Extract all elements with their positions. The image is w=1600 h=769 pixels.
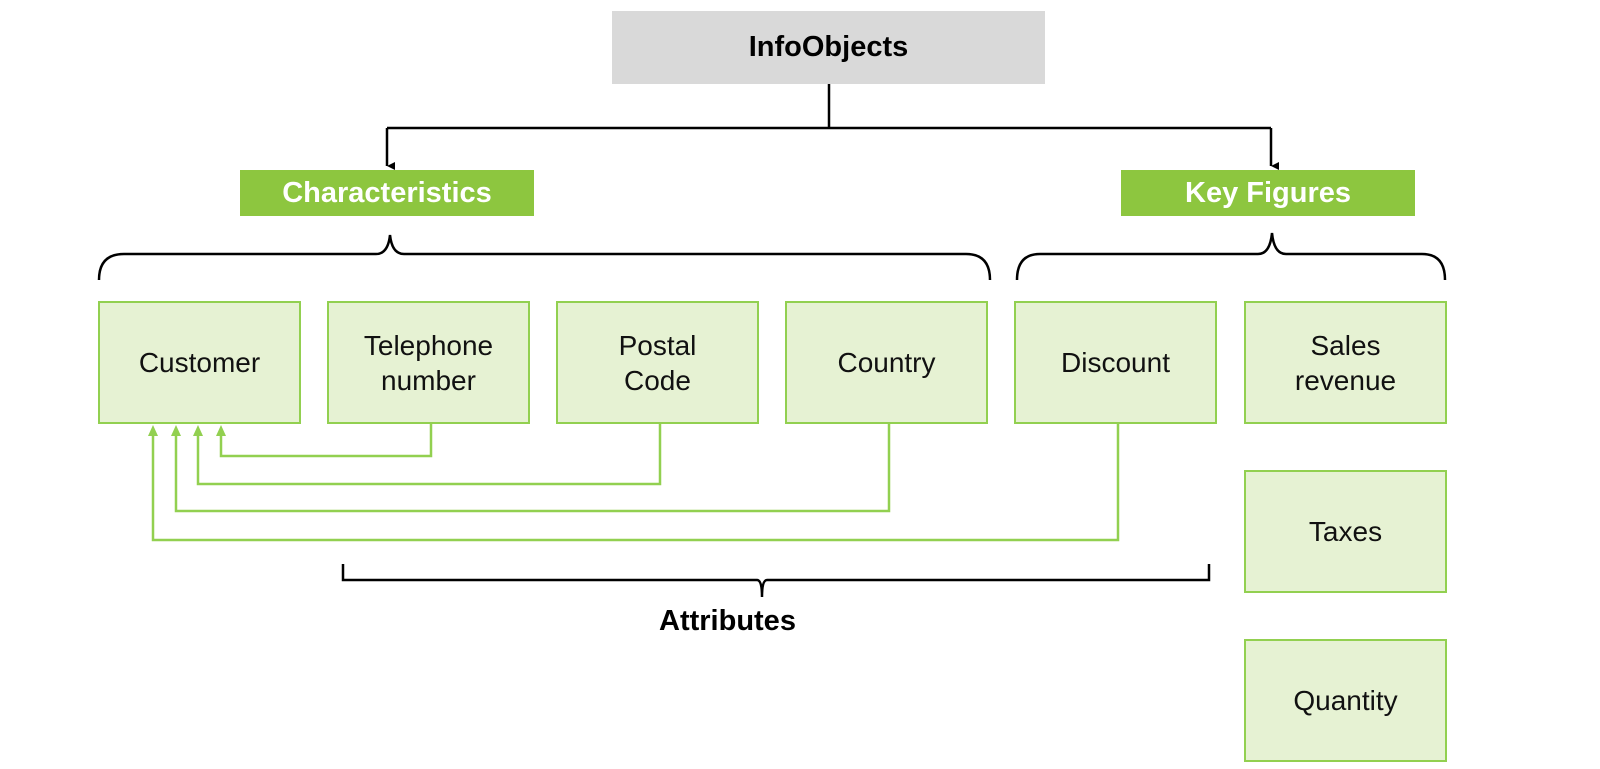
root-connector: [387, 84, 1271, 130]
quantity-box: Quantity: [1244, 639, 1447, 762]
attributes-brace: [341, 564, 1211, 598]
postal-code-to-customer-line: [196, 424, 662, 486]
discount-box: Discount: [1014, 301, 1217, 424]
characteristics-brace: [97, 234, 992, 281]
country-to-customer-line: [174, 424, 891, 513]
characteristics-header: Characteristics: [240, 170, 534, 216]
postal-code-box: Postal Code: [556, 301, 759, 424]
telephone-number-box: Telephone number: [327, 301, 530, 424]
arrowhead-icon: [193, 425, 203, 436]
country-box: Country: [785, 301, 988, 424]
infoobjects-root: InfoObjects: [612, 11, 1045, 84]
arrowhead-icon: [148, 425, 158, 436]
arrowhead-icon: [216, 425, 226, 436]
key-figures-brace: [1015, 232, 1447, 281]
attributes-label: Attributes: [659, 605, 796, 637]
customer-box: Customer: [98, 301, 301, 424]
taxes-box: Taxes: [1244, 470, 1447, 593]
sales-revenue-box: Sales revenue: [1244, 301, 1447, 424]
key-figures-header: Key Figures: [1121, 170, 1415, 216]
telephone-to-customer-line: [219, 424, 433, 458]
discount-to-customer-line: [151, 424, 1120, 542]
arrowhead-icon: [171, 425, 181, 436]
